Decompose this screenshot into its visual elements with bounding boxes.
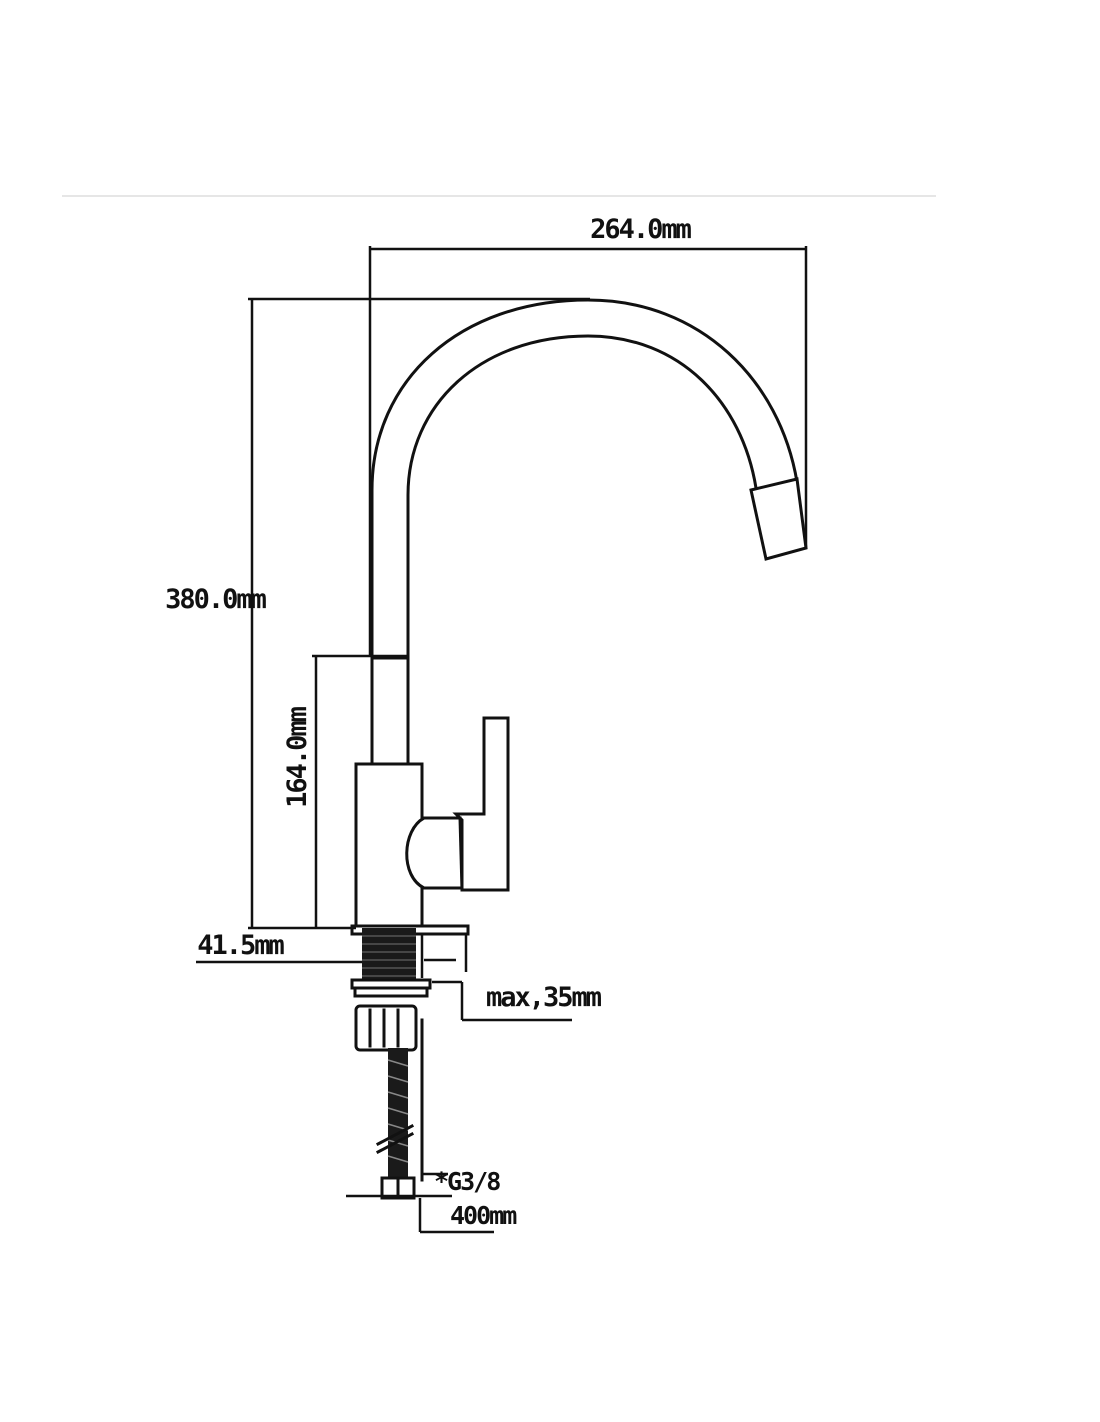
supply-hoses bbox=[346, 1018, 452, 1200]
cartridge-housing bbox=[405, 816, 464, 890]
break-mark-1 bbox=[375, 1123, 415, 1147]
spout bbox=[370, 298, 808, 660]
dim-label-base-diameter: 41.5mm bbox=[197, 930, 284, 961]
dim-label-spout-reach: 264.0mm bbox=[590, 214, 692, 245]
dim-label-total-height: 380.0mm bbox=[165, 584, 267, 615]
mounting-nut bbox=[354, 1004, 418, 1052]
base-assembly bbox=[350, 924, 470, 1052]
dim-label-body-height: 164.0mm bbox=[282, 706, 313, 808]
dim-total-height: 380.0mm bbox=[165, 297, 590, 928]
handle-joint bbox=[458, 816, 464, 892]
dim-spout-reach: 264.0mm bbox=[368, 214, 808, 656]
spout-neck bbox=[370, 656, 410, 766]
faucet-body bbox=[354, 656, 510, 928]
dim-label-deck-thickness: max,35mm bbox=[486, 982, 602, 1013]
dim-base-diameter: 41.5mm bbox=[196, 926, 362, 964]
spout-inner-curve bbox=[406, 334, 758, 660]
dim-label-thread: *G3/8 bbox=[434, 1167, 500, 1196]
break-mark-2 bbox=[375, 1131, 415, 1155]
aerator-tip bbox=[749, 477, 808, 561]
spout-outer-curve bbox=[370, 298, 799, 660]
dim-deck-thickness: max,35mm bbox=[432, 980, 604, 1022]
braided-hose bbox=[388, 1048, 408, 1180]
dim-label-hose-length: 400mm bbox=[450, 1201, 517, 1230]
dim-hose: *G3/8 400mm bbox=[418, 1167, 519, 1234]
mounting-washer-2 bbox=[353, 986, 429, 998]
dim-body-height: 164.0mm bbox=[282, 654, 408, 928]
handle-lever bbox=[452, 716, 510, 892]
